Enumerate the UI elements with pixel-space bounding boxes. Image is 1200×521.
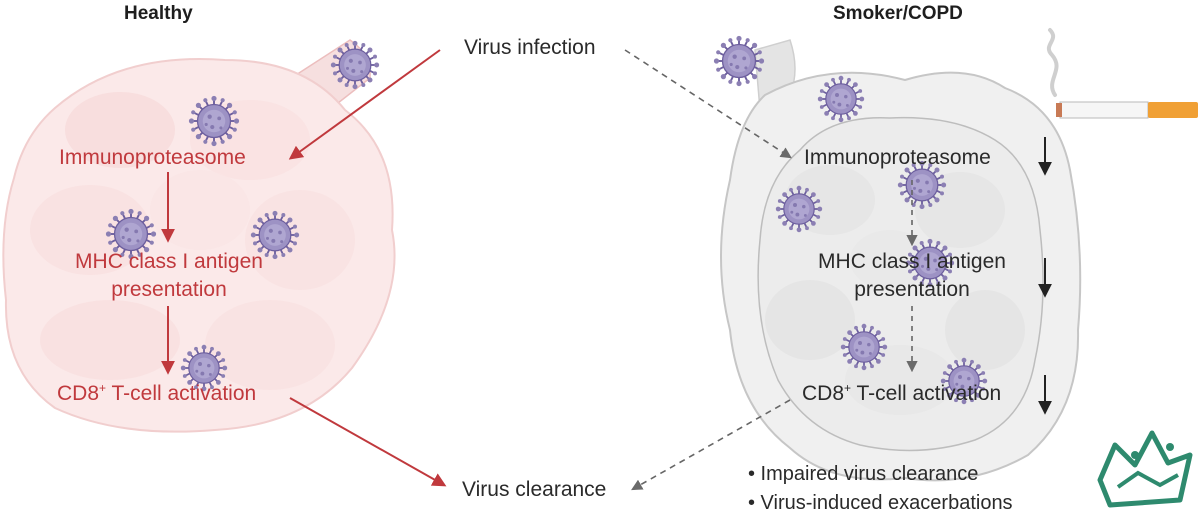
healthy-title: Healthy (124, 3, 193, 24)
outcome-virus-exacerbations: • Virus-induced exacerbations (748, 492, 1013, 514)
healthy-cd8-label: CD8+ T-cell activation (57, 382, 256, 406)
virus-infection-label: Virus infection (464, 36, 596, 59)
smoke-icon (1046, 28, 1059, 97)
healthy-cd8-prefix: CD8 (57, 382, 100, 405)
copd-mhc-line1: MHC class I antigen (818, 250, 1006, 273)
healthy-mhc-label: MHC class I antigen presentation (57, 250, 281, 302)
arrow-infection-to-immunoproteasome (288, 49, 441, 160)
copd-mhc-label: MHC class I antigen presentation (800, 250, 1024, 302)
cigarette-icon (1056, 101, 1198, 119)
dashed-arrow-cd8-to-clearance (631, 399, 791, 491)
healthy-mhc-line2: presentation (111, 278, 227, 301)
copd-cd8-suffix: T-cell activation (851, 382, 1002, 405)
healthy-cd8-suffix: T-cell activation (106, 382, 257, 405)
copd-cd8-sup: + (844, 381, 852, 395)
virus-clearance-label: Virus clearance (462, 478, 607, 501)
copd-title: Smoker/COPD (833, 3, 963, 24)
watermark-logo (1097, 430, 1193, 508)
virus-icon (713, 35, 765, 87)
copd-cd8-prefix: CD8 (802, 382, 845, 405)
healthy-cd8-sup: + (99, 381, 107, 395)
copd-cd8-label: CD8+ T-cell activation (802, 382, 1001, 406)
copd-immunoproteasome-label: Immunoproteasome (804, 146, 991, 169)
copd-mhc-line2: presentation (854, 278, 970, 301)
copd-alveolus-illustration (720, 39, 1082, 482)
outcome-impaired-clearance: • Impaired virus clearance (748, 463, 979, 485)
healthy-immunoproteasome-label: Immunoproteasome (59, 146, 246, 169)
healthy-alveolus-illustration (2, 39, 396, 433)
arrow-cd8-to-clearance (289, 397, 447, 487)
healthy-mhc-line1: MHC class I antigen (75, 250, 263, 273)
